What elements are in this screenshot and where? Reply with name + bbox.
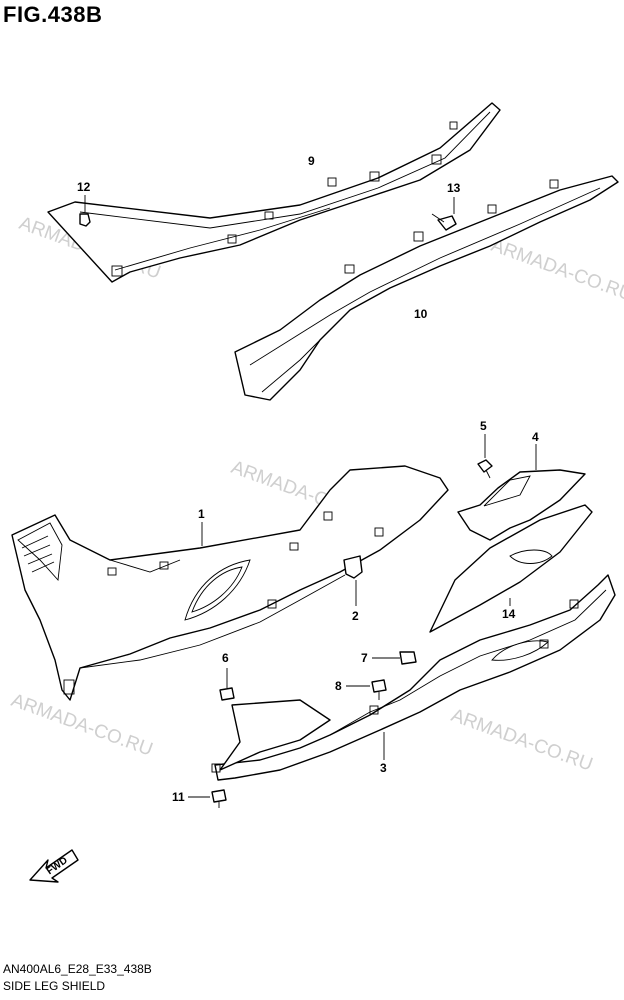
callout-11: 11 — [172, 790, 185, 804]
callout-12: 12 — [77, 180, 91, 194]
callout-10: 10 — [414, 307, 428, 321]
callout-7: 7 — [361, 651, 368, 665]
part-4-cover — [457, 444, 586, 541]
part-8-rivet — [346, 679, 387, 700]
watermark-5: ARMADA-CO.RU — [448, 705, 595, 776]
callout-6: 6 — [222, 651, 229, 665]
callout-13: 13 — [447, 181, 461, 195]
part-7-nut — [372, 651, 417, 665]
callout-2: 2 — [352, 609, 359, 623]
figure-title: FIG.438B — [3, 2, 103, 27]
callout-1: 1 — [198, 507, 205, 521]
figure-code: AN400AL6_E28_E33_438B — [3, 962, 152, 976]
callout-14: 14 — [502, 607, 516, 621]
callout-3: 3 — [380, 761, 387, 775]
callout-4: 4 — [532, 430, 539, 444]
callout-labels: 9 12 13 10 5 4 1 2 14 7 6 8 3 11 — [77, 154, 539, 804]
part-2-bracket — [343, 555, 363, 606]
callout-9: 9 — [308, 154, 315, 168]
part-11-rivet — [188, 789, 227, 808]
part-14-side-panel — [429, 504, 593, 633]
part-9-upper-trim — [47, 102, 501, 283]
part-12-clip — [79, 195, 91, 227]
watermark-2: ARMADA-CO.RU — [488, 235, 624, 306]
figure-subtitle: SIDE LEG SHIELD — [3, 979, 106, 993]
part-5-screw — [477, 434, 493, 479]
part-6-clip — [219, 668, 235, 701]
watermark-4: ARMADA-CO.RU — [8, 690, 155, 761]
fwd-arrow: FWD — [29, 849, 79, 883]
part-3-floor-cover — [211, 574, 616, 781]
callout-5: 5 — [480, 419, 487, 433]
part-1-main-shield — [11, 465, 449, 701]
part-10-side-rail — [234, 175, 619, 401]
callout-8: 8 — [335, 679, 342, 693]
part-13-screw — [431, 197, 457, 231]
